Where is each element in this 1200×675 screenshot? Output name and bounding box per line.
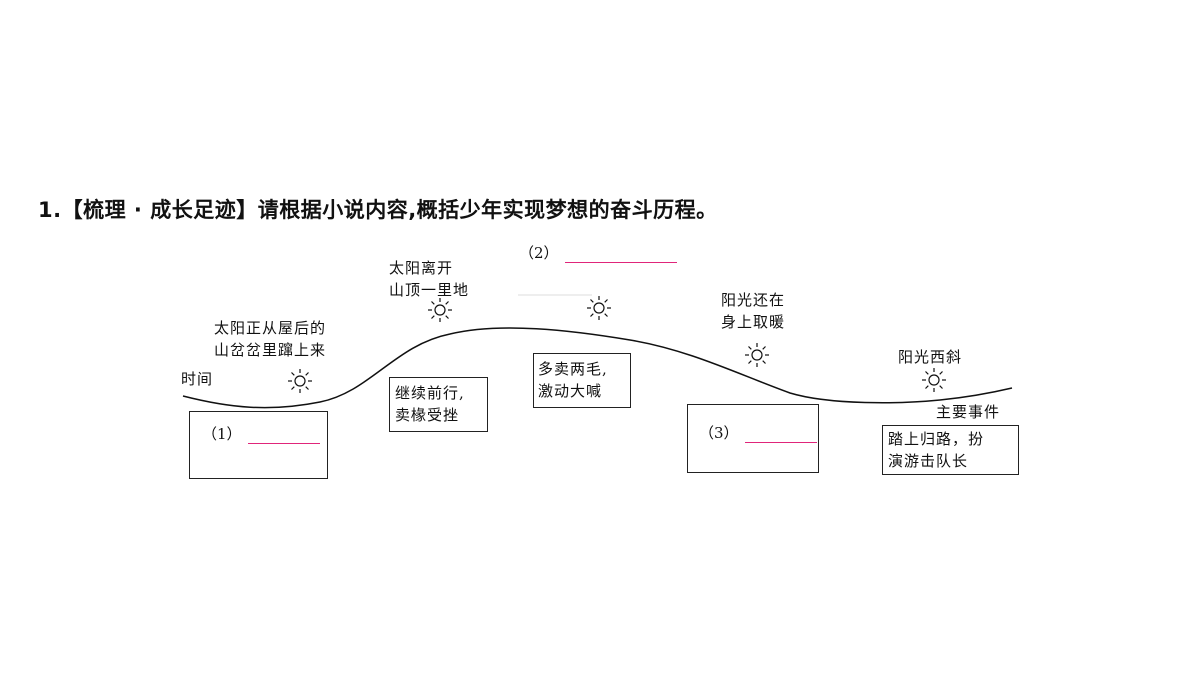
event-box-2: 继续前行, 卖椽受挫: [389, 377, 488, 432]
event-box-2-line2: 卖椽受挫: [395, 406, 460, 424]
event-box-4-line2: 激动大喊: [538, 382, 603, 400]
sun1-label-line1: 太阳正从屋后的: [214, 319, 327, 337]
blank-1: （1）: [202, 424, 320, 444]
blank-2-label: （2）: [519, 244, 559, 262]
sun5-label: 阳光西斜: [898, 348, 963, 366]
question-tag: 【梳理 · 成长足迹】: [61, 198, 258, 222]
sun-icon: [288, 369, 312, 393]
main-events-label: 主要事件: [936, 403, 1001, 421]
blank-3: （3）: [699, 423, 817, 443]
question-heading: 1.【梳理 · 成长足迹】请根据小说内容,概括少年实现梦想的奋斗历程。: [38, 194, 718, 224]
event-box-6-line2: 演游击队长: [888, 452, 969, 470]
event-box-6: 踏上归路，扮 演游击队长: [882, 425, 1019, 475]
blank-3-line[interactable]: [744, 428, 817, 443]
time-axis-label: 时间: [181, 370, 214, 388]
blank-3-label: （3）: [699, 424, 739, 442]
sun2-label-line2: 山顶一里地: [389, 281, 470, 299]
blank-1-line[interactable]: [247, 429, 320, 444]
sun4-label-line1: 阳光还在: [721, 291, 786, 309]
sun1-label-line2: 山岔岔里蹿上来: [214, 341, 327, 359]
sun-icon: [587, 296, 611, 320]
sun-icon: [922, 368, 946, 392]
event-box-6-line1: 踏上归路，扮: [888, 430, 985, 448]
sun4-label-line2: 身上取暖: [721, 313, 786, 331]
blank-2-line[interactable]: [564, 248, 677, 263]
event-box-4: 多卖两毛, 激动大喊: [533, 353, 631, 408]
timeline-path: [182, 327, 1013, 409]
event-box-2-line1: 继续前行,: [395, 384, 465, 402]
question-prompt: 请根据小说内容,概括少年实现梦想的奋斗历程。: [257, 198, 718, 222]
event-box-4-line1: 多卖两毛,: [538, 360, 608, 378]
sun-icon: [745, 343, 769, 367]
blank-2: （2）: [519, 243, 677, 263]
question-number: 1.: [38, 198, 62, 222]
blank-1-label: （1）: [202, 425, 242, 443]
event-box-1: （1）: [189, 411, 328, 479]
sun-icon: [428, 298, 452, 322]
sun2-label-line1: 太阳离开: [389, 259, 454, 277]
event-box-5: （3）: [687, 404, 819, 473]
